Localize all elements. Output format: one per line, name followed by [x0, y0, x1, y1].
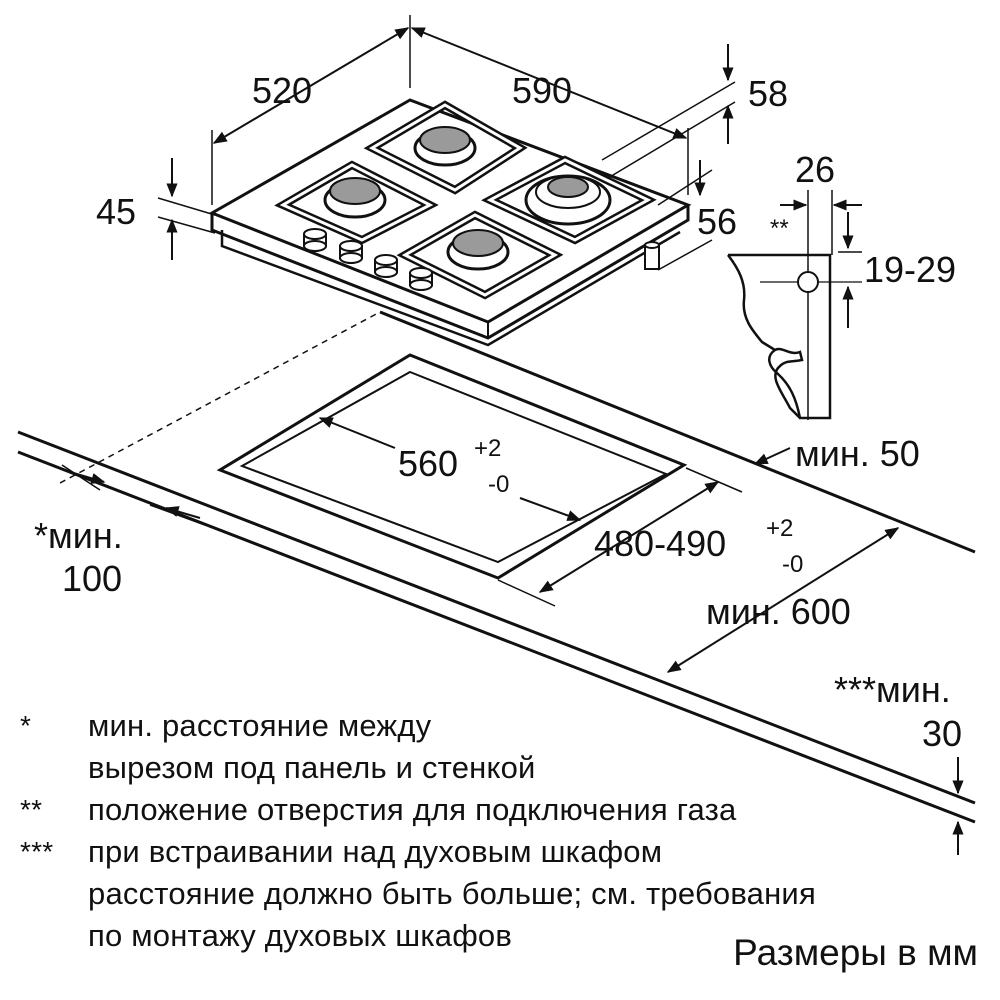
gas-connector [644, 241, 660, 270]
dim-min-100-line2: 100 [62, 558, 122, 599]
footnote-1-mark: * [20, 710, 32, 741]
hob [208, 98, 692, 347]
burner-front-left [274, 160, 439, 245]
dim-26: 26 [795, 149, 835, 190]
dimension-lines [61, 15, 964, 855]
footnote-2-line-1: положение отверстия для подключения газа [88, 792, 737, 827]
dim-19-29: 19-29 [864, 249, 956, 290]
footnote-3-text: при встраивании над духовым шкафом расст… [88, 831, 1000, 957]
dim-480-490-base: 480-490 [594, 523, 726, 564]
gas-connection-detail [727, 190, 862, 420]
dim-520: 520 [252, 70, 312, 111]
knob-3 [374, 254, 398, 278]
footnote-2: ** положение отверстия для подключения г… [20, 789, 1000, 831]
dim-min-30-line1: ***мин. [834, 669, 951, 710]
footnote-2-mark: ** [20, 794, 43, 825]
control-knobs [303, 228, 433, 291]
dim-min-30-line2: 30 [922, 713, 962, 754]
footnote-3-line-2: расстояние должно быть больше; см. требо… [88, 876, 816, 911]
dim-560-base: 560 [398, 443, 458, 484]
dim-min-50: мин. 50 [795, 433, 920, 474]
dim-480-490-plus: +2 [766, 515, 793, 542]
dim-cutout-width: 560 +2 -0 [398, 435, 509, 498]
burner-rear-left [363, 100, 528, 195]
burner-rear-right-wok [481, 155, 657, 245]
knob-4 [409, 267, 433, 291]
footnote-1-line-2: вырезом под панель и стенкой [88, 750, 536, 785]
knob-2 [339, 240, 363, 264]
dim-560-minus: -0 [488, 471, 509, 498]
footnote-2-text: положение отверстия для подключения газа [88, 789, 1000, 831]
dim-56: 56 [697, 201, 737, 242]
dim-min-600: мин. 600 [706, 591, 851, 632]
dim-min-100-line1: *мин. [34, 515, 123, 556]
burner-front-right [396, 210, 564, 300]
knob-1 [303, 228, 327, 252]
gas-marker: ** [770, 215, 789, 242]
dim-480-490-minus: -0 [782, 551, 803, 578]
footnote-3-line-3: по монтажу духовых шкафов [88, 918, 513, 953]
footnote-1-line-1: мин. расстояние между [88, 708, 432, 743]
footnote-1-text: мин. расстояние между вырезом под панель… [88, 705, 1000, 789]
footnote-3-mark: *** [20, 836, 54, 867]
footnote-3-line-1: при встраивании над духовым шкафом [88, 834, 663, 869]
dim-45: 45 [96, 191, 136, 232]
dim-590: 590 [512, 70, 572, 111]
dim-560-plus: +2 [474, 435, 501, 462]
dim-58: 58 [748, 73, 788, 114]
cutout [216, 353, 688, 580]
footnote-3: *** при встраивании над духовым шкафом р… [20, 831, 1000, 957]
footnotes: * мин. расстояние между вырезом под пане… [20, 705, 1000, 957]
dimension-labels: 520 590 58 45 56 26 ** 19-29 560 +2 -0 4… [34, 70, 962, 754]
units-label: Размеры в мм [733, 932, 978, 973]
dim-cutout-depth: 480-490 +2 -0 [594, 515, 803, 578]
footnote-1: * мин. расстояние между вырезом под пане… [20, 705, 1000, 789]
